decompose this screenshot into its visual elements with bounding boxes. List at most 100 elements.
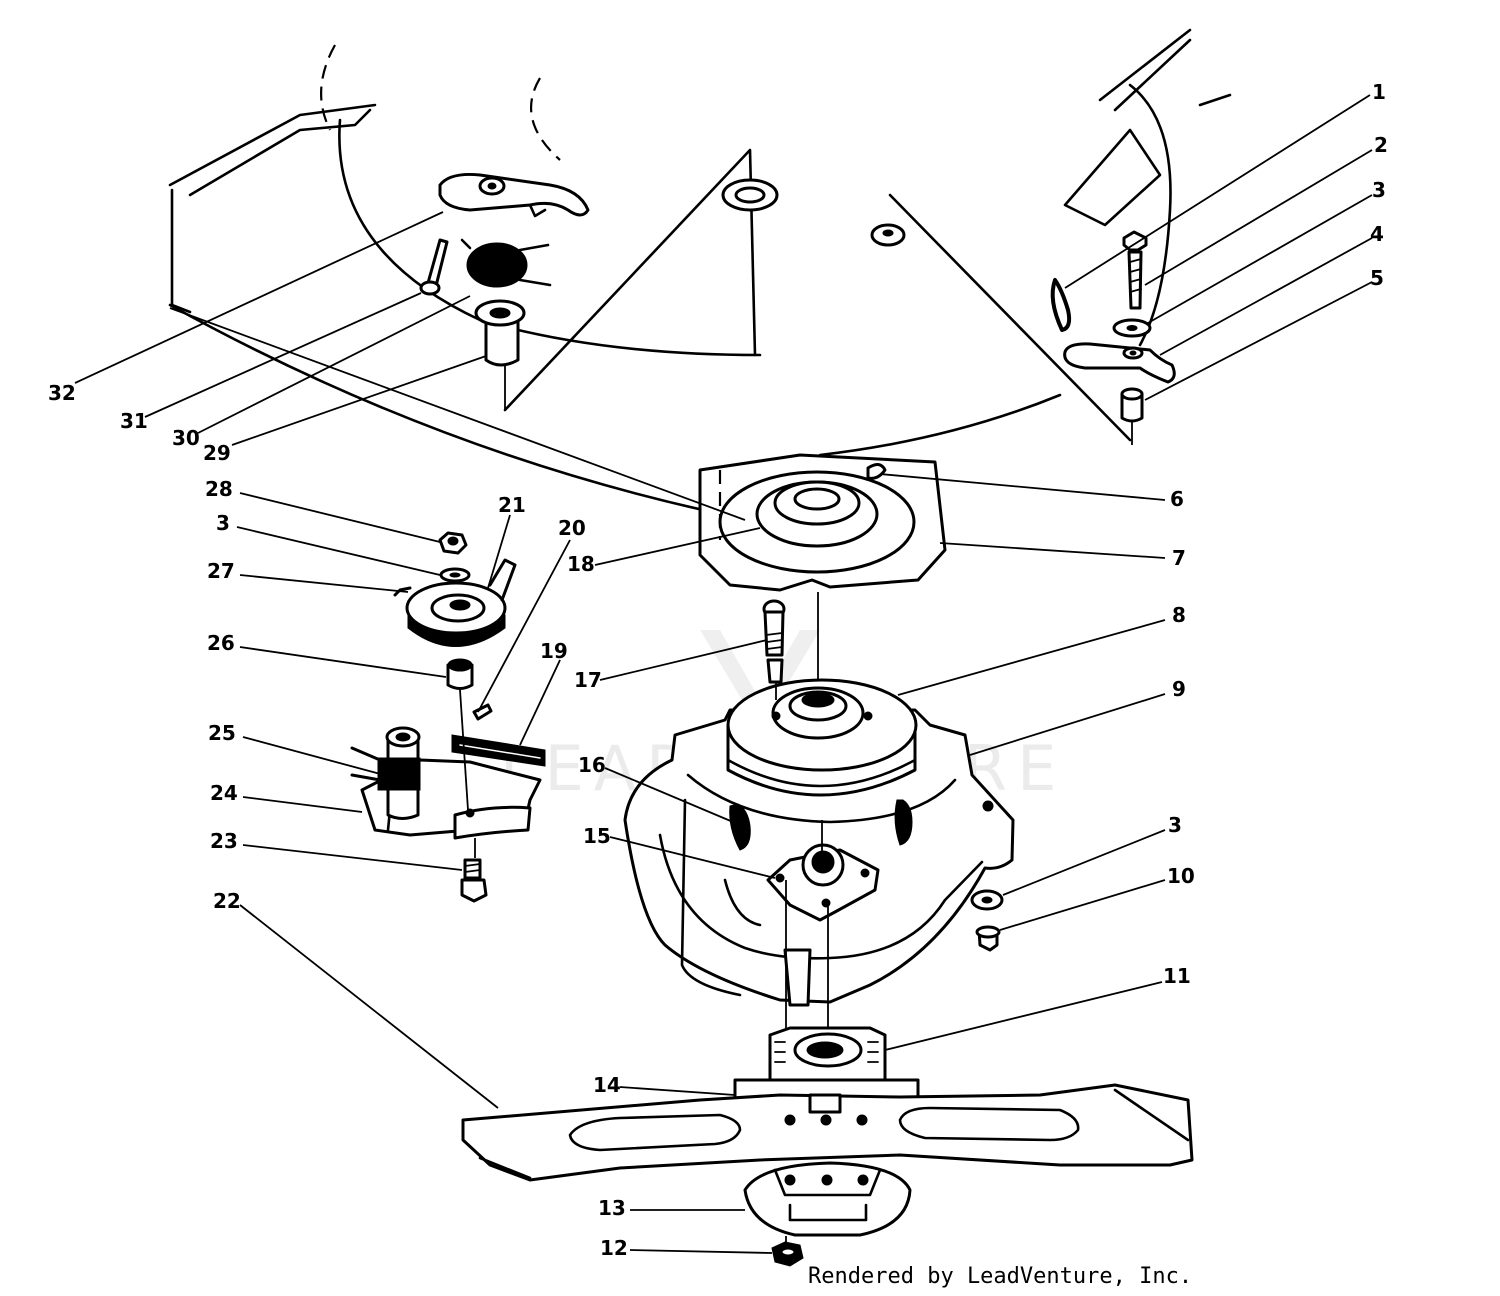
callout-5: 5	[1370, 266, 1384, 290]
spindle-mounting-plate	[698, 453, 947, 592]
housing-tab	[783, 948, 812, 1007]
callout-4: 4	[1370, 222, 1384, 246]
callout-27: 27	[207, 559, 235, 583]
housing-well	[686, 773, 957, 824]
callout-16: 16	[578, 753, 606, 777]
blade-hub	[808, 1093, 842, 1114]
torsion-spring	[460, 238, 552, 288]
deck-hidden-edge-left	[320, 44, 336, 131]
spacer-bushing	[1120, 387, 1144, 423]
deck-inner-curve	[338, 118, 762, 357]
flat-washer-right	[970, 889, 1004, 911]
drive-stud	[762, 599, 786, 684]
chute-curve	[1128, 83, 1172, 347]
callout-19: 19	[540, 639, 568, 663]
blade-slot-left	[568, 1113, 742, 1152]
pulley-spacer	[446, 658, 474, 690]
flat-washer-upper	[1112, 318, 1152, 338]
callout-9: 9	[1172, 677, 1186, 701]
chute-edge-1	[1098, 28, 1192, 102]
spring-pin	[451, 734, 546, 767]
blade-tip-bevel	[1113, 1088, 1190, 1142]
pin	[472, 703, 493, 721]
deck-rim-left	[170, 188, 192, 314]
mower-blade	[461, 1083, 1194, 1182]
callout-28: 28	[205, 477, 233, 501]
idler-pulley	[405, 581, 507, 647]
callout-29: 29	[203, 441, 231, 465]
hairpin-clip	[1050, 278, 1072, 332]
callout-21: 21	[498, 493, 526, 517]
callout-20: 20	[558, 516, 586, 540]
assembly-lines	[169, 307, 1133, 1243]
deck-rim-top-left	[168, 103, 377, 187]
callout-23: 23	[210, 829, 238, 853]
callout-22: 22	[213, 889, 241, 913]
callout-17: 17	[574, 668, 602, 692]
blade-adapter	[733, 1026, 920, 1100]
callout-26: 26	[207, 631, 235, 655]
callout-18: 18	[567, 552, 595, 576]
deck-hidden-edge-mid	[529, 77, 561, 161]
callout-14: 14	[593, 1073, 621, 1097]
housing-side	[680, 798, 742, 997]
callout-1: 1	[1372, 80, 1386, 104]
deck-lower-edge	[168, 303, 752, 522]
blade-stiffener	[743, 1161, 912, 1237]
callout-6: 6	[1170, 487, 1184, 511]
callout-13: 13	[598, 1196, 626, 1220]
hex-bolt	[1122, 230, 1148, 310]
spring-end-3	[460, 238, 472, 250]
deck-bushing-center	[721, 178, 779, 212]
extension-spring-pivot	[350, 726, 421, 820]
callout-31: 31	[120, 409, 148, 433]
pivot-bushing	[474, 299, 526, 367]
deck-washer-right	[870, 223, 906, 247]
deck-chute-opening	[818, 28, 1232, 457]
drive-pulley	[726, 678, 918, 797]
idler-arm	[438, 173, 590, 218]
shoulder-bolt	[419, 238, 449, 296]
housing-inner-rim	[658, 833, 984, 960]
deck-support-rib-right	[888, 193, 1132, 442]
bracket-plate	[1063, 342, 1176, 384]
credit-text: Rendered by LeadVenture, Inc.	[808, 1264, 1192, 1289]
spring-end-1	[518, 243, 550, 252]
deck-support-rib-left	[503, 148, 757, 412]
blade-bolt	[771, 1241, 804, 1267]
callout-25: 25	[208, 721, 236, 745]
callout-15: 15	[583, 824, 611, 848]
deck-housing	[168, 44, 1132, 522]
leader-lines	[74, 94, 1373, 1254]
watermark-logo-mark	[700, 630, 820, 730]
bracket-screw	[460, 858, 488, 903]
callout-labels: 1 2 3 4 5 6 7 8 9 3 10 11 12 13 14 15 16…	[48, 80, 1388, 1260]
housing-hole	[982, 800, 994, 812]
blade-slot-right	[898, 1106, 1080, 1142]
callout-11: 11	[1163, 964, 1191, 988]
callout-10: 10	[1167, 864, 1195, 888]
callout-3-left: 3	[216, 511, 230, 535]
callout-8: 8	[1172, 603, 1186, 627]
callout-3-upper: 3	[1372, 178, 1386, 202]
deck-rim-inner	[188, 108, 372, 197]
callout-24: 24	[210, 781, 238, 805]
belt-guide-left	[729, 803, 751, 851]
v-belt-segment	[393, 558, 517, 602]
callout-3-right: 3	[1168, 813, 1182, 837]
callout-32: 32	[48, 381, 76, 405]
spring-end-2	[518, 278, 552, 287]
hex-nut	[438, 531, 468, 555]
chute-tick	[1198, 93, 1232, 107]
deck-curve-right	[818, 393, 1062, 457]
bearing-flange	[766, 843, 880, 922]
housing-inner-edge	[723, 878, 762, 927]
chute-edge-2	[1113, 38, 1192, 112]
callout-7: 7	[1172, 546, 1186, 570]
callout-2: 2	[1374, 133, 1388, 157]
blade-left-bevel	[478, 1156, 532, 1180]
belt-guide-right	[894, 799, 913, 846]
flange-bolt	[975, 925, 1001, 952]
